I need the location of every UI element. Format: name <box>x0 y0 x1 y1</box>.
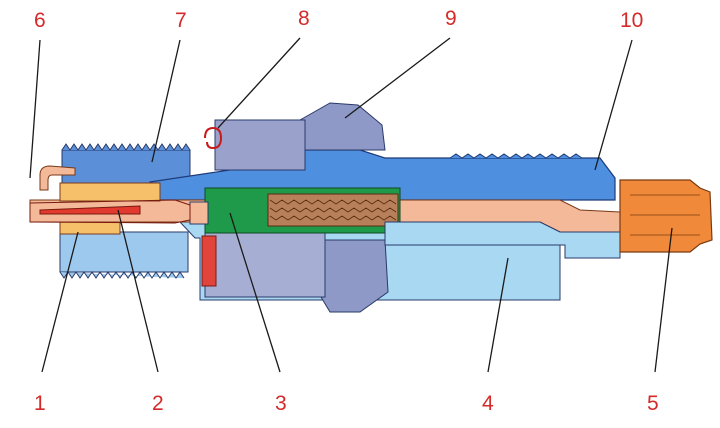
callout-3: 3 <box>275 392 287 415</box>
leader-4 <box>487 257 509 373</box>
terminal-thread <box>630 194 700 236</box>
leader-9 <box>344 37 451 119</box>
leader-6 <box>29 39 41 179</box>
leader-10 <box>594 39 633 171</box>
leader-1 <box>41 231 79 373</box>
callout-2: 2 <box>152 392 164 415</box>
callout-5: 5 <box>647 392 659 415</box>
upper-thread-teeth <box>61 143 191 151</box>
probe-hook <box>39 165 76 191</box>
coil-ring <box>189 201 209 225</box>
orange-terminal <box>619 179 713 253</box>
top-ribbing <box>449 153 583 159</box>
callout-4: 4 <box>482 392 494 415</box>
peach-tip-region <box>59 182 161 202</box>
inner-pin <box>29 199 191 224</box>
callout-6: 6 <box>34 9 46 32</box>
gasket-8 <box>204 126 223 150</box>
leader-3 <box>229 212 281 373</box>
leader-2 <box>117 209 159 373</box>
callout-9: 9 <box>445 7 457 30</box>
callout-8: 8 <box>298 7 310 30</box>
hex-nut-top <box>299 102 386 151</box>
leader-lines <box>29 37 673 373</box>
callout-7: 7 <box>175 9 187 32</box>
callout-1: 1 <box>34 392 46 415</box>
callout-10: 10 <box>620 9 644 32</box>
red-element <box>39 205 141 215</box>
gray-shoulder <box>204 231 326 298</box>
lower-thread-teeth <box>59 271 185 279</box>
leader-8 <box>217 37 301 129</box>
gray-upper-block <box>214 119 306 171</box>
red-washer <box>201 235 217 287</box>
leader-5 <box>654 227 673 373</box>
leader-7 <box>151 39 181 163</box>
lower-thread <box>59 231 189 273</box>
hex-nut-bottom <box>317 239 389 313</box>
peach-lower-tip <box>59 221 121 235</box>
coil-pattern <box>269 199 397 221</box>
